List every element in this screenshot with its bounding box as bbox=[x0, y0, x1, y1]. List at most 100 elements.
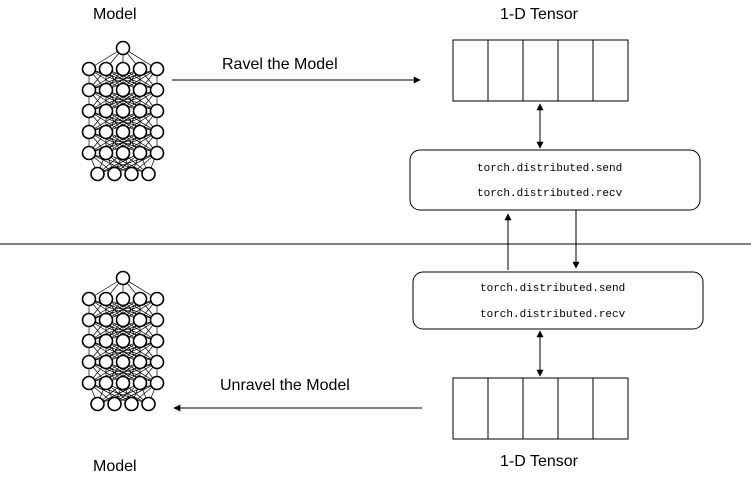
network-node bbox=[141, 396, 156, 412]
network-node bbox=[149, 145, 165, 161]
tensor-cell bbox=[557, 39, 594, 102]
network-node bbox=[132, 82, 148, 98]
tensor-bottom bbox=[452, 377, 629, 440]
network-node bbox=[149, 61, 165, 77]
tensor-cell bbox=[487, 39, 524, 102]
network-node bbox=[81, 312, 97, 328]
tensor-cell bbox=[487, 377, 524, 440]
network-node bbox=[81, 291, 97, 307]
network-node bbox=[98, 354, 114, 370]
network-node bbox=[81, 124, 97, 140]
tensor-cell bbox=[592, 377, 629, 440]
network-node bbox=[98, 103, 114, 119]
network-node bbox=[149, 312, 165, 328]
network-node bbox=[81, 145, 97, 161]
network-edge bbox=[97, 152, 158, 175]
network-node bbox=[132, 312, 148, 328]
tensor-cell bbox=[557, 377, 594, 440]
network-node bbox=[132, 333, 148, 349]
network-edge bbox=[105, 89, 158, 112]
network-node bbox=[132, 124, 148, 140]
model-network-top bbox=[81, 40, 165, 182]
network-node bbox=[115, 312, 131, 328]
network-edge bbox=[88, 131, 141, 154]
network-edge bbox=[88, 110, 141, 133]
network-edge bbox=[88, 298, 141, 321]
network-edge bbox=[97, 152, 141, 175]
network-node bbox=[115, 61, 131, 77]
bottom-comm-recv: torch.distributed.recv bbox=[480, 309, 626, 321]
network-edge bbox=[97, 382, 158, 405]
network-node bbox=[124, 396, 139, 412]
network-node bbox=[141, 166, 156, 182]
network-node bbox=[107, 396, 122, 412]
network-edge bbox=[105, 298, 158, 321]
network-node bbox=[81, 61, 97, 77]
network-node bbox=[90, 166, 105, 182]
network-node bbox=[115, 40, 131, 56]
network-node bbox=[149, 291, 165, 307]
network-edge bbox=[105, 361, 158, 384]
network-edge bbox=[88, 89, 141, 112]
network-edge bbox=[97, 382, 141, 405]
network-node bbox=[132, 61, 148, 77]
network-node bbox=[149, 124, 165, 140]
network-node bbox=[81, 354, 97, 370]
unravel-label: Unravel the Model bbox=[220, 377, 350, 394]
network-edge bbox=[105, 319, 158, 342]
network-node bbox=[98, 333, 114, 349]
network-node bbox=[115, 333, 131, 349]
network-edge bbox=[88, 68, 141, 91]
network-node bbox=[98, 124, 114, 140]
model-network-bottom bbox=[81, 270, 165, 412]
network-edge bbox=[105, 340, 158, 363]
tensor-top bbox=[452, 39, 629, 102]
network-node bbox=[149, 375, 165, 391]
network-node bbox=[98, 145, 114, 161]
comm-box-top bbox=[409, 149, 701, 211]
network-node bbox=[115, 124, 131, 140]
network-node bbox=[107, 166, 122, 182]
network-node bbox=[81, 333, 97, 349]
tensor-cell bbox=[452, 377, 489, 440]
network-node bbox=[132, 291, 148, 307]
network-node bbox=[90, 396, 105, 412]
network-edge bbox=[88, 340, 141, 363]
network-node bbox=[115, 375, 131, 391]
tensor-cell bbox=[522, 39, 559, 102]
network-node bbox=[149, 103, 165, 119]
ravel-label: Ravel the Model bbox=[222, 56, 338, 73]
top-comm-send: torch.distributed.send bbox=[477, 163, 623, 175]
network-edge bbox=[105, 131, 158, 154]
network-node bbox=[132, 103, 148, 119]
network-node bbox=[98, 375, 114, 391]
network-node bbox=[98, 312, 114, 328]
network-node bbox=[132, 145, 148, 161]
bottom-tensor-label: 1-D Tensor bbox=[500, 453, 578, 470]
network-edge bbox=[105, 110, 158, 133]
network-node bbox=[115, 291, 131, 307]
network-node bbox=[98, 82, 114, 98]
network-edge bbox=[88, 319, 141, 342]
network-node bbox=[149, 354, 165, 370]
top-tensor-label: 1-D Tensor bbox=[500, 6, 578, 23]
network-node bbox=[132, 375, 148, 391]
network-edge bbox=[114, 382, 158, 405]
top-model-label: Model bbox=[93, 6, 137, 23]
network-node bbox=[115, 145, 131, 161]
network-node bbox=[124, 166, 139, 182]
network-node bbox=[115, 354, 131, 370]
tensor-cell bbox=[522, 377, 559, 440]
comm-box-bottom bbox=[412, 271, 704, 330]
network-node bbox=[81, 375, 97, 391]
network-node bbox=[98, 291, 114, 307]
network-node bbox=[132, 354, 148, 370]
network-node bbox=[98, 61, 114, 77]
network-node bbox=[81, 103, 97, 119]
network-node bbox=[115, 82, 131, 98]
network-edge bbox=[105, 68, 158, 91]
bottom-model-label: Model bbox=[93, 458, 137, 475]
network-node bbox=[149, 333, 165, 349]
network-edge bbox=[114, 152, 158, 175]
